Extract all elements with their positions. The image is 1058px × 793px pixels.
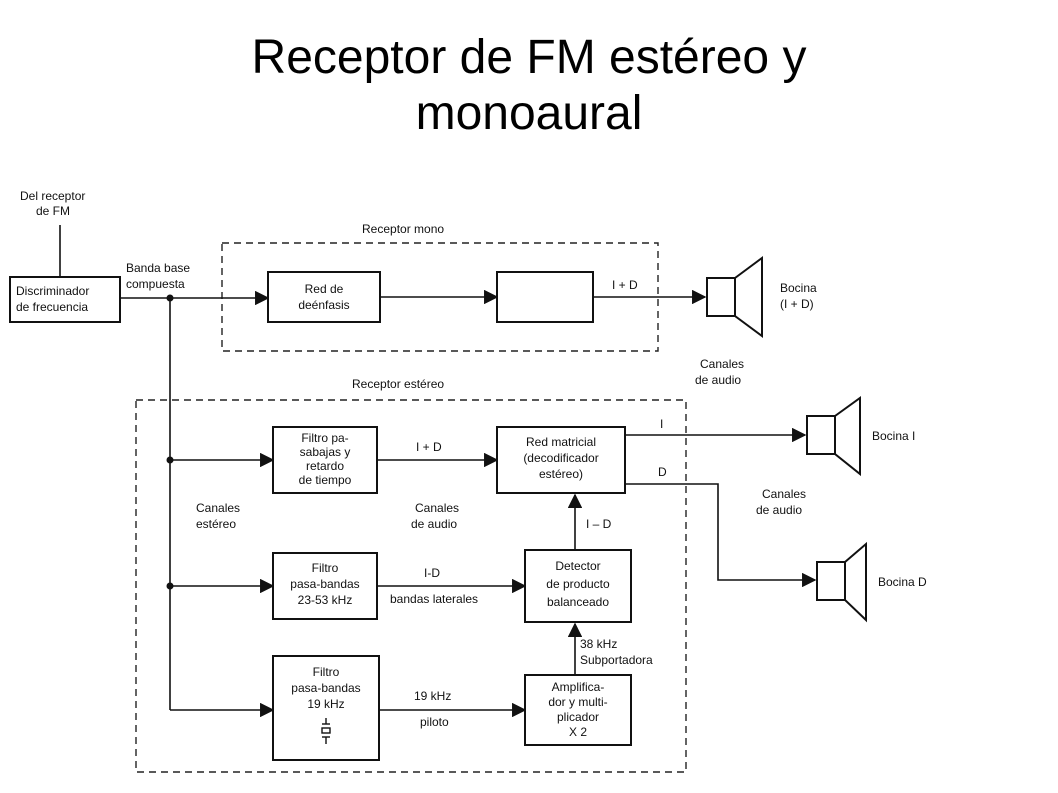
audio-channels-mono-1: Canales (700, 357, 744, 371)
multiplier-label-1: Amplifica- (552, 680, 605, 694)
audio-channels-mid-1: Canales (415, 501, 459, 515)
stereo-channels-label-1: Canales (196, 501, 240, 515)
discriminator-label-2: de frecuencia (16, 300, 88, 314)
deemphasis-label-2: deénfasis (298, 298, 349, 312)
pilot-label: piloto (420, 715, 449, 729)
junction-dot (166, 294, 174, 302)
speaker-left-icon (806, 396, 861, 477)
baseband-label-1: Banda base (126, 261, 190, 275)
detector-label-2: de producto (546, 577, 610, 591)
lowpass-label-1: Filtro pa- (301, 431, 348, 445)
detector-output-label: I – D (586, 517, 612, 531)
baseband-label-2: compuesta (126, 277, 185, 291)
mono-receiver-label: Receptor mono (362, 222, 444, 236)
mono-receiver-group (221, 242, 659, 352)
speaker-mono-icon (706, 256, 763, 338)
matrix-out-right-label: D (658, 465, 667, 479)
title-line-2: monoaural (415, 87, 643, 140)
multiplier-label-2: dor y multi- (548, 695, 607, 709)
amplifier-multiplier-block (524, 674, 632, 746)
multiplier-label-4: X 2 (569, 725, 587, 739)
discriminator-label-1: Discriminador (16, 284, 89, 298)
bandpass-23-53-label-2: pasa-bandas (290, 577, 359, 591)
lowpass-label-4: de tiempo (299, 473, 352, 487)
pilot-frequency-label: 19 kHz (414, 689, 451, 703)
lowpass-label-3: retardo (306, 459, 344, 473)
detector-label-1: Detector (555, 559, 600, 573)
bandpass-19-label-3: 19 kHz (307, 697, 344, 711)
audio-channels-mono-2: de audio (695, 373, 741, 387)
audio-channels-out-1: Canales (762, 487, 806, 501)
lowpass-filter-block (272, 426, 378, 494)
bandpass-19-label-1: Filtro (313, 665, 340, 679)
matrix-label-3: estéreo) (539, 467, 583, 481)
bandpass-23-53-label-1: Filtro (312, 561, 339, 575)
multiplier-label-3: plicador (557, 710, 599, 724)
product-detector-block (524, 549, 632, 623)
speaker-mono-label-2: (I + D) (780, 297, 814, 311)
speaker-right-label: Bocina D (878, 575, 927, 589)
difference-label: I-D (424, 566, 440, 580)
speaker-left-label: Bocina I (872, 429, 915, 443)
matrix-out-left-label: I (660, 417, 663, 431)
stereo-receiver-group (135, 399, 687, 773)
subcarrier-label-2: Subportadora (580, 653, 653, 667)
stereo-channels-label-2: estéreo (196, 517, 236, 531)
lowpass-output-label: I + D (416, 440, 442, 454)
sidebands-label: bandas laterales (390, 592, 478, 606)
audio-channels-mid-2: de audio (411, 517, 457, 531)
slide-title: Receptor de FM estéreo y monoaural (0, 30, 1058, 142)
detector-label-3: balanceado (547, 595, 609, 609)
input-label-1: Del receptor (20, 189, 85, 203)
frequency-discriminator-block (9, 276, 121, 323)
mono-amplifier-block (496, 271, 594, 323)
right-output-wire (625, 483, 817, 588)
deemphasis-label-1: Red de (305, 282, 344, 296)
crystal-icon (321, 718, 331, 744)
bandpass-23-53-label-3: 23-53 kHz (298, 593, 353, 607)
mono-sum-label: I + D (612, 278, 638, 292)
bandpass-23-53-block (272, 552, 378, 620)
deemphasis-block (267, 271, 381, 323)
speaker-mono-label-1: Bocina (780, 281, 817, 295)
stereo-matrix-block (496, 426, 626, 494)
matrix-label-1: Red matricial (526, 435, 596, 449)
matrix-label-2: (decodificador (523, 451, 598, 465)
audio-channels-out-2: de audio (756, 503, 802, 517)
speaker-right-icon (816, 541, 867, 623)
bandpass-19-label-2: pasa-bandas (291, 681, 360, 695)
subcarrier-label-1: 38 kHz (580, 637, 617, 651)
input-label-2: de FM (36, 204, 70, 218)
lowpass-label-2: sabajas y (300, 445, 351, 459)
title-line-1: Receptor de FM estéreo y (251, 31, 807, 84)
stereo-receiver-label: Receptor estéreo (352, 377, 444, 391)
